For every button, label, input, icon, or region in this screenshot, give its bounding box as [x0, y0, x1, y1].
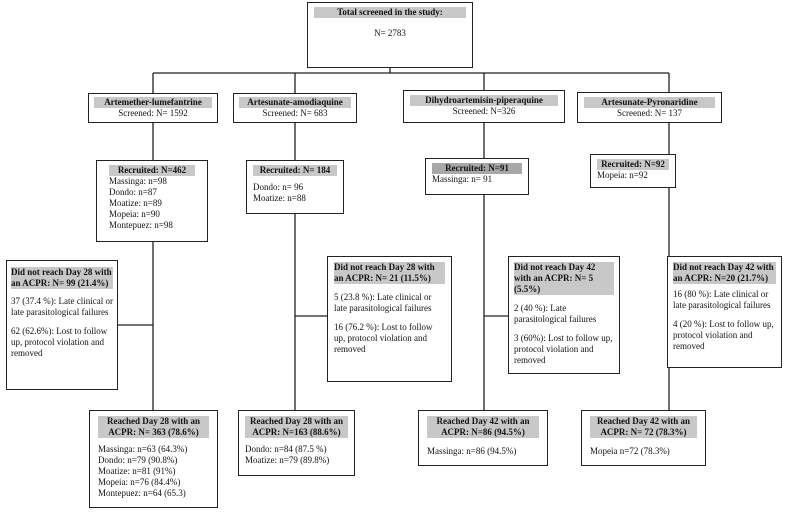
arm-name: Artesunate-Pyronaridine	[584, 97, 715, 108]
reason-line: 16 (80 %): Late clinical or late parasit…	[673, 289, 771, 310]
not-reached-box-pyronaridine: Did not reach Day 42 with an ACPR: N=20 …	[667, 256, 782, 368]
site-line: Dondo: n=84 (87.5 %)	[245, 444, 327, 454]
reached-box-artemether: Reached Day 28 with an ACPR: N= 363 (78.…	[89, 410, 218, 508]
reason-line: 3 (60%): Lost to follow up, protocol vio…	[514, 333, 613, 365]
site-line: Mopeia: n=76 (84.4%)	[98, 477, 181, 487]
site-line: Montepuez: n=98	[109, 220, 173, 230]
not-reached-box-amodiaquine: Did not reach Day 28 with an ACPR: N= 21…	[327, 256, 452, 382]
recruited-title: Recruited: N=462	[109, 165, 195, 176]
arm-name: Artesunate-amodiaquine	[239, 97, 351, 108]
recruited-box-artemether: Recruited: N=462 Massinga: n=98 Dondo: n…	[96, 160, 208, 242]
site-line: Montepuez: n=64 (65.3)	[98, 488, 186, 498]
not-reached-title: Did not reach Day 28 with an ACPR: N= 99…	[11, 267, 113, 289]
reason-line: 62 (62.6%): Lost to follow up, protocol …	[11, 326, 108, 358]
not-reached-box-piperaquine: Did not reach Day 42 with an ACPR: N= 5 …	[508, 256, 620, 374]
reason-line: 2 (40 %): Late parasitological failures	[514, 303, 597, 324]
recruited-title: Recruited: N=92	[597, 159, 669, 170]
arm-name: Artemether-lumefantrine	[94, 97, 212, 108]
site-line: Moatize: n=81 (91%)	[98, 466, 176, 476]
site-line: Mopeia: n=92	[597, 170, 648, 180]
reached-title: Reached Day 42 with an ACPR: N= 72 (78.3…	[590, 416, 697, 438]
total-screened-title: Total screened in the study:	[314, 7, 466, 18]
reached-box-piperaquine: Reached Day 42 with an ACPR: N=86 (94.5%…	[418, 410, 548, 466]
arm-screened: Screened: N= 137	[616, 108, 683, 118]
site-line: Moatize: n=79 (89.8%)	[245, 455, 330, 465]
reason-line: 16 (76.2 %): Lost to follow up, protocol…	[334, 322, 433, 354]
reached-box-amodiaquine: Reached Day 28 with an ACPR: N=163 (88.6…	[238, 410, 355, 476]
recruited-title: Recruited: N= 184	[253, 165, 337, 176]
site-line: Dondo: n=79 (90.8%)	[98, 455, 178, 465]
reached-box-pyronaridine: Reached Day 42 with an ACPR: N= 72 (78.3…	[581, 410, 706, 466]
site-line: Mopeia: n=90	[109, 209, 160, 219]
not-reached-title: Did not reach Day 42 with an ACPR: N=20 …	[673, 262, 776, 284]
site-line: Moatize: n=88	[253, 193, 306, 203]
total-screened-box: Total screened in the study: N= 2783	[307, 2, 473, 68]
site-line: Mopeia n=72 (78.3%)	[590, 446, 670, 456]
reached-title: Reached Day 28 with an ACPR: N= 363 (78.…	[98, 416, 209, 438]
reason-line: 5 (23.8 %): Late clinical or late parasi…	[334, 292, 432, 313]
reached-title: Reached Day 42 with an ACPR: N=86 (94.5%…	[427, 416, 539, 438]
arm-box-amodiaquine: Artesunate-amodiaquine Screened: N= 683	[233, 93, 357, 123]
site-line: Moatize: n=89	[109, 198, 162, 208]
arm-screened: Screened: N= 1592	[118, 108, 188, 118]
reason-line: 4 (20 %): Lost to follow up, protocol vi…	[673, 319, 774, 351]
not-reached-box-artemether: Did not reach Day 28 with an ACPR: N= 99…	[6, 260, 118, 390]
recruited-title: Recruited: N=91	[432, 163, 522, 174]
site-line: Massinga: n= 91	[432, 174, 493, 184]
not-reached-title: Did not reach Day 42 with an ACPR: N= 5 …	[514, 262, 614, 295]
total-screened-count: N= 2783	[374, 28, 406, 38]
site-line: Massinga: n=98	[109, 176, 167, 186]
recruited-box-piperaquine: Recruited: N=91 Massinga: n= 91	[425, 158, 529, 195]
recruited-box-amodiaquine: Recruited: N= 184 Dondo: n= 96 Moatize: …	[246, 160, 344, 214]
arm-screened: Screened: N= 683	[262, 108, 328, 118]
arm-name: Dihydroartemisin-piperaquine	[410, 95, 558, 106]
reached-title: Reached Day 28 with an ACPR: N=163 (88.6…	[245, 416, 348, 438]
arm-box-artemether: Artemether-lumefantrine Screened: N= 159…	[88, 93, 218, 123]
site-line: Massinga: n=63 (64.3%)	[98, 444, 188, 454]
arm-box-piperaquine: Dihydroartemisin-piperaquine Screened: N…	[403, 90, 565, 123]
reason-line: 37 (37.4 %): Late clinical or late paras…	[11, 296, 113, 317]
not-reached-title: Did not reach Day 28 with an ACPR: N= 21…	[334, 262, 445, 284]
recruited-box-pyronaridine: Recruited: N=92 Mopeia: n=92	[590, 154, 676, 188]
arm-screened: Screened: N=326	[452, 106, 516, 116]
site-line: Dondo: n= 96	[253, 182, 304, 192]
site-line: Massinga: n=86 (94.5%)	[427, 446, 517, 456]
site-line: Dondo: n=87	[109, 187, 157, 197]
arm-box-pyronaridine: Artesunate-Pyronaridine Screened: N= 137	[577, 92, 722, 123]
